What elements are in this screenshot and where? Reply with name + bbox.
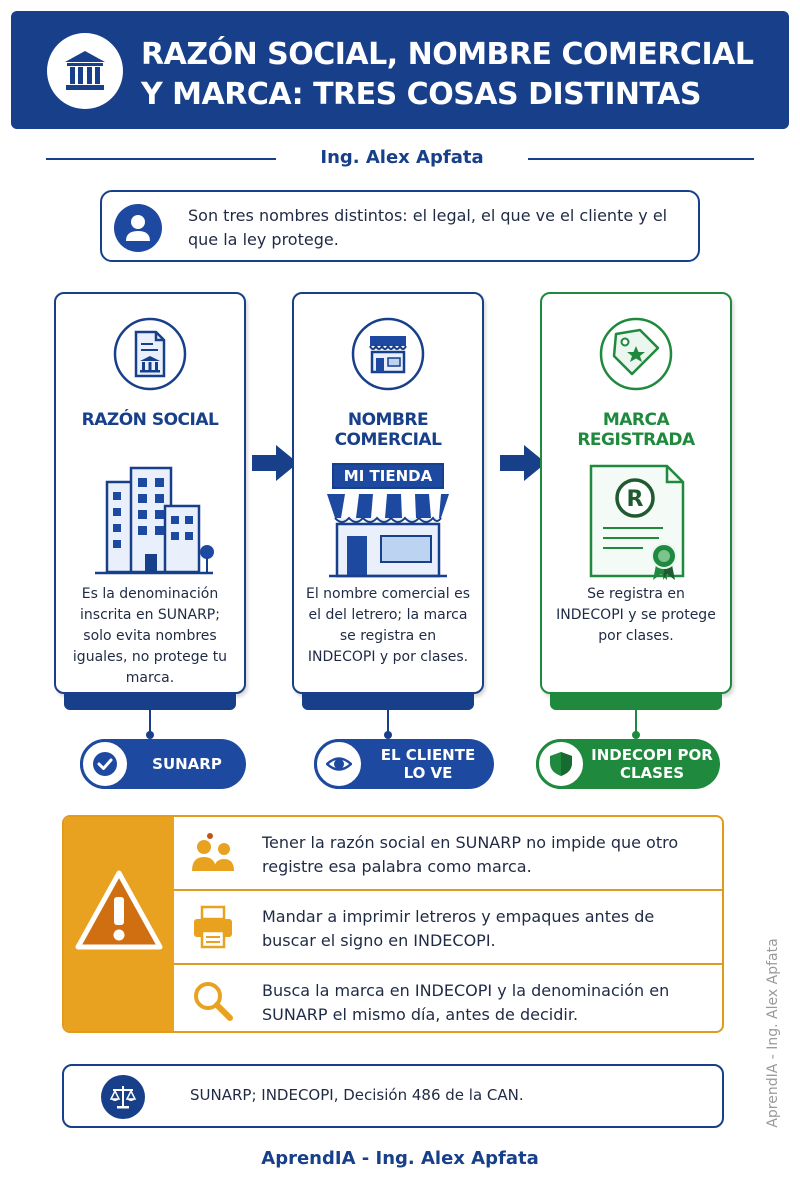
- price-tag-star-icon: [599, 317, 673, 391]
- checkmark-icon: [80, 739, 130, 789]
- pill-label: SUNARP: [152, 755, 222, 773]
- card-nombre-comercial: NOMBRE COMERCIAL MI TIENDA El nombre com…: [292, 292, 484, 739]
- card-title: MARCA REGISTRADA: [577, 410, 695, 450]
- storefront-icon: [351, 317, 425, 391]
- pill-label: INDECOPI POR CLASES: [591, 746, 713, 782]
- pill-cliente: EL CLIENTE LO VE: [314, 739, 494, 789]
- printer-icon: [194, 905, 232, 949]
- people-conflict-icon: [192, 833, 234, 871]
- card-title: NOMBRE COMERCIAL: [334, 410, 442, 450]
- shop-sign-icon: MI TIENDA: [323, 462, 453, 582]
- pill-sunarp: SUNARP: [80, 739, 246, 789]
- card-bottom-bar: [302, 694, 474, 710]
- warning-text: Busca la marca en INDECOPI y la denomina…: [262, 981, 670, 1024]
- warning-item: Busca la marca en INDECOPI y la denomina…: [174, 963, 722, 1031]
- scales-of-justice-icon: [101, 1075, 145, 1119]
- shield-icon: [536, 739, 586, 789]
- card-description: Es la denominación inscrita en SUNARP; s…: [72, 586, 228, 686]
- card-marca-registrada: MARCA REGISTRADA R Se registra en INDECO…: [540, 292, 732, 739]
- user-icon: [114, 204, 162, 252]
- header-icon-badge: [47, 33, 123, 109]
- warnings-panel: Tener la razón social en SUNARP no impid…: [62, 815, 724, 1033]
- footer-credit: AprendIA - Ing. Alex Apfata: [261, 1148, 539, 1169]
- intro-box: Son tres nombres distintos: el legal, el…: [100, 190, 700, 262]
- divider-right: [528, 158, 754, 160]
- warning-item: Tener la razón social en SUNARP no impid…: [174, 817, 722, 889]
- page-title: RAZÓN SOCIAL, NOMBRE COMERCIAL Y MARCA: …: [141, 37, 754, 112]
- warning-triangle-icon: [75, 870, 163, 950]
- connector: [146, 710, 154, 739]
- warning-item: Mandar a imprimir letreros y empaques an…: [174, 889, 722, 961]
- warning-text: Tener la razón social en SUNARP no impid…: [262, 833, 679, 876]
- right-arrow-icon: [500, 445, 546, 481]
- intro-text: Son tres nombres distintos: el legal, el…: [188, 206, 668, 249]
- connector: [384, 710, 392, 739]
- eye-icon: [314, 739, 364, 789]
- shop-sign-text: MI TIENDA: [343, 467, 433, 485]
- pill-label: EL CLIENTE LO VE: [380, 746, 476, 782]
- connector: [632, 710, 640, 739]
- card-title: RAZÓN SOCIAL: [81, 410, 219, 430]
- bank-building-icon: [65, 51, 105, 90]
- author-name: Ing. Alex Apfata: [320, 147, 484, 168]
- warnings-side: [64, 817, 174, 1031]
- author-line: Ing. Alex Apfata: [0, 147, 800, 169]
- pill-indecopi: INDECOPI POR CLASES: [536, 739, 720, 789]
- warning-text: Mandar a imprimir letreros y empaques an…: [262, 907, 655, 950]
- document-building-icon: [113, 317, 187, 391]
- header-banner: RAZÓN SOCIAL, NOMBRE COMERCIAL Y MARCA: …: [11, 11, 789, 129]
- watermark: AprendIA - Ing. Alex Apfata: [765, 938, 781, 1128]
- sources-box: SUNARP; INDECOPI, Decisión 486 de la CAN…: [62, 1064, 724, 1128]
- card-bottom-bar: [64, 694, 236, 710]
- office-buildings-icon: [95, 466, 214, 575]
- sources-text: SUNARP; INDECOPI, Decisión 486 de la CAN…: [190, 1086, 524, 1104]
- divider-left: [46, 158, 276, 160]
- card-razon-social: RAZÓN SOCIAL Es la denominación inscrita…: [54, 292, 246, 739]
- registered-certificate-icon: R: [589, 464, 685, 580]
- right-arrow-icon: [252, 445, 298, 481]
- card-bottom-bar: [550, 694, 722, 710]
- card-description: Se registra en INDECOPI y se protege por…: [556, 586, 716, 644]
- svg-text:R: R: [627, 487, 644, 512]
- magnifier-icon: [194, 982, 233, 1021]
- card-description: El nombre comercial es el del letrero; l…: [305, 586, 471, 665]
